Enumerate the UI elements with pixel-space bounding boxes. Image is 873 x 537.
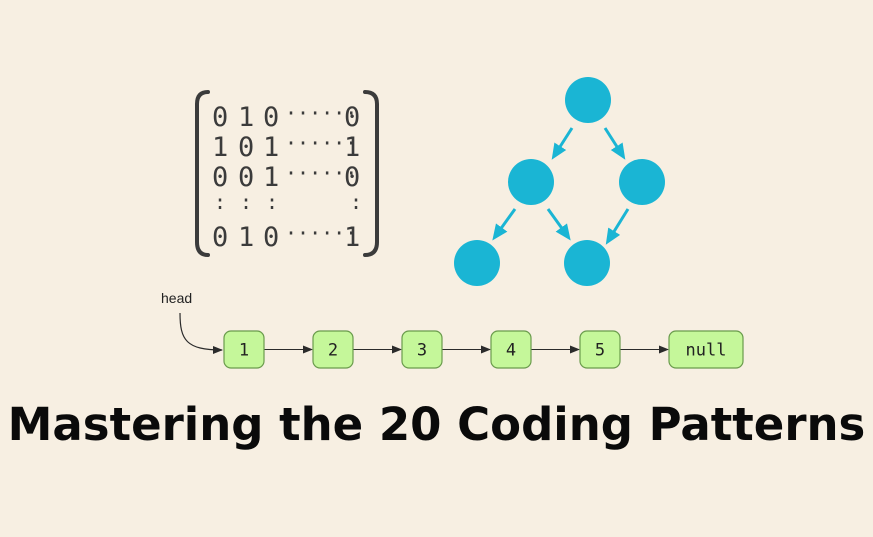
- matrix-cell: 0: [344, 102, 360, 133]
- page-title: Mastering the 20 Coding Patterns: [7, 398, 866, 451]
- matrix-cell: 0: [212, 222, 228, 253]
- tree-node-left: [508, 159, 554, 205]
- list-node: 1: [223, 330, 265, 369]
- matrix-cell: 1: [212, 132, 228, 163]
- list-node: 2: [312, 330, 354, 369]
- matrix-cell: 1: [344, 222, 360, 253]
- matrix-horizontal-ellipsis: ······: [285, 221, 357, 245]
- svg-text::: :: [240, 190, 252, 214]
- svg-text::: :: [350, 190, 362, 214]
- list-node-label: 2: [328, 341, 338, 361]
- tree-node-right: [619, 159, 665, 205]
- matrix-cell: 0: [238, 162, 254, 193]
- tree-node-left-leaf: [454, 240, 500, 286]
- binary-tree: [454, 77, 665, 286]
- linked-list: head 1 2 3 4 5 null: [161, 290, 744, 369]
- list-node-label: 5: [595, 341, 605, 361]
- matrix-right-bracket: [363, 90, 379, 257]
- head-label: head: [161, 290, 192, 306]
- list-node: 4: [490, 330, 532, 369]
- list-node-label: null: [686, 341, 727, 361]
- list-node-null: null: [668, 330, 744, 369]
- list-node: 3: [401, 330, 443, 369]
- matrix-cell: 1: [263, 162, 279, 193]
- matrix-left-bracket: [195, 90, 210, 257]
- list-node: 5: [579, 330, 621, 369]
- tree-edge-root-right: [603, 127, 626, 160]
- tree-edge-right-midleaf: [605, 208, 630, 245]
- head-pointer-arrow: [179, 312, 223, 354]
- list-node-label: 1: [239, 341, 249, 361]
- matrix-horizontal-ellipsis: ······: [285, 101, 357, 125]
- list-node-label: 4: [506, 341, 516, 361]
- tree-edge-left-midleaf: [546, 208, 571, 241]
- tree-edge-left-leftleaf: [492, 208, 517, 241]
- matrix-vertical-ellipsis-row: : : : :: [214, 190, 362, 214]
- matrix-cell: 0: [212, 162, 228, 193]
- matrix-cell: 1: [344, 132, 360, 163]
- list-node-label: 3: [417, 341, 427, 361]
- matrix-cell: 0: [238, 132, 254, 163]
- matrix-horizontal-ellipsis: ······: [285, 161, 357, 185]
- tree-node-mid-leaf: [564, 240, 610, 286]
- matrix-horizontal-ellipsis: ······: [285, 131, 357, 155]
- matrix-cell: 0: [263, 222, 279, 253]
- svg-text::: :: [214, 190, 226, 214]
- svg-text::: :: [266, 190, 278, 214]
- matrix-cell: 1: [263, 132, 279, 163]
- matrix-cell: 0: [344, 162, 360, 193]
- matrix-cell: 0: [212, 102, 228, 133]
- matrix-cell: 0: [263, 102, 279, 133]
- matrix-cell: 1: [238, 102, 254, 133]
- tree-edge-root-left: [551, 127, 574, 160]
- tree-node-root: [565, 77, 611, 123]
- matrix-cell: 1: [238, 222, 254, 253]
